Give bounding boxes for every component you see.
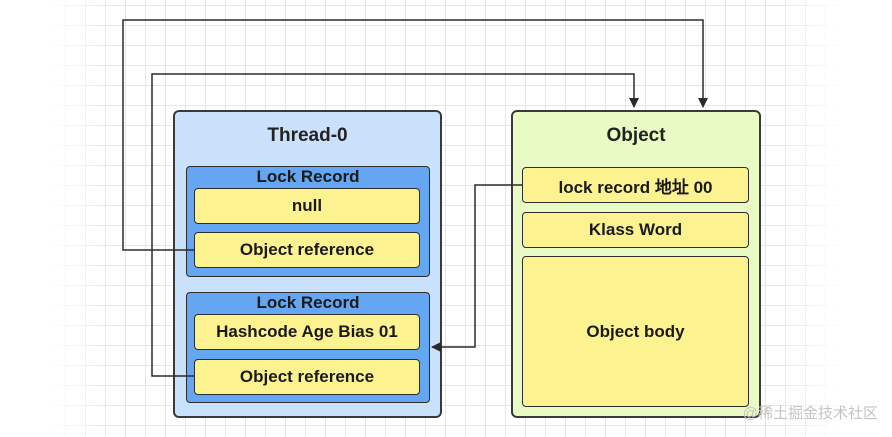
outer-connector-line bbox=[122, 19, 708, 251]
lock-record-pointer-line bbox=[431, 184, 522, 352]
lock-record-2-hashcode-cell: Hashcode Age Bias 01 bbox=[194, 314, 420, 350]
inner-connector-line bbox=[151, 73, 639, 377]
lock-record-1-null-cell: null bbox=[194, 188, 420, 224]
object-body-cell: Object body bbox=[522, 256, 749, 407]
thread-title: Thread-0 bbox=[267, 125, 348, 146]
lock-record-1-title: Lock Record bbox=[256, 167, 360, 186]
watermark: @稀土掘金技术社区 bbox=[742, 405, 878, 422]
lock-record-2-title: Lock Record bbox=[256, 293, 360, 312]
lock-record-1-object-reference-cell: Object reference bbox=[194, 232, 420, 268]
object-klass-word-cell: Klass Word bbox=[522, 212, 749, 248]
object-title: Object bbox=[606, 125, 666, 146]
lock-record-2-object-reference-cell: Object reference bbox=[194, 359, 420, 395]
right-fade bbox=[777, 0, 892, 437]
left-fade bbox=[0, 0, 115, 437]
object-mark-word-cell: lock record 地址 00 bbox=[522, 167, 749, 203]
